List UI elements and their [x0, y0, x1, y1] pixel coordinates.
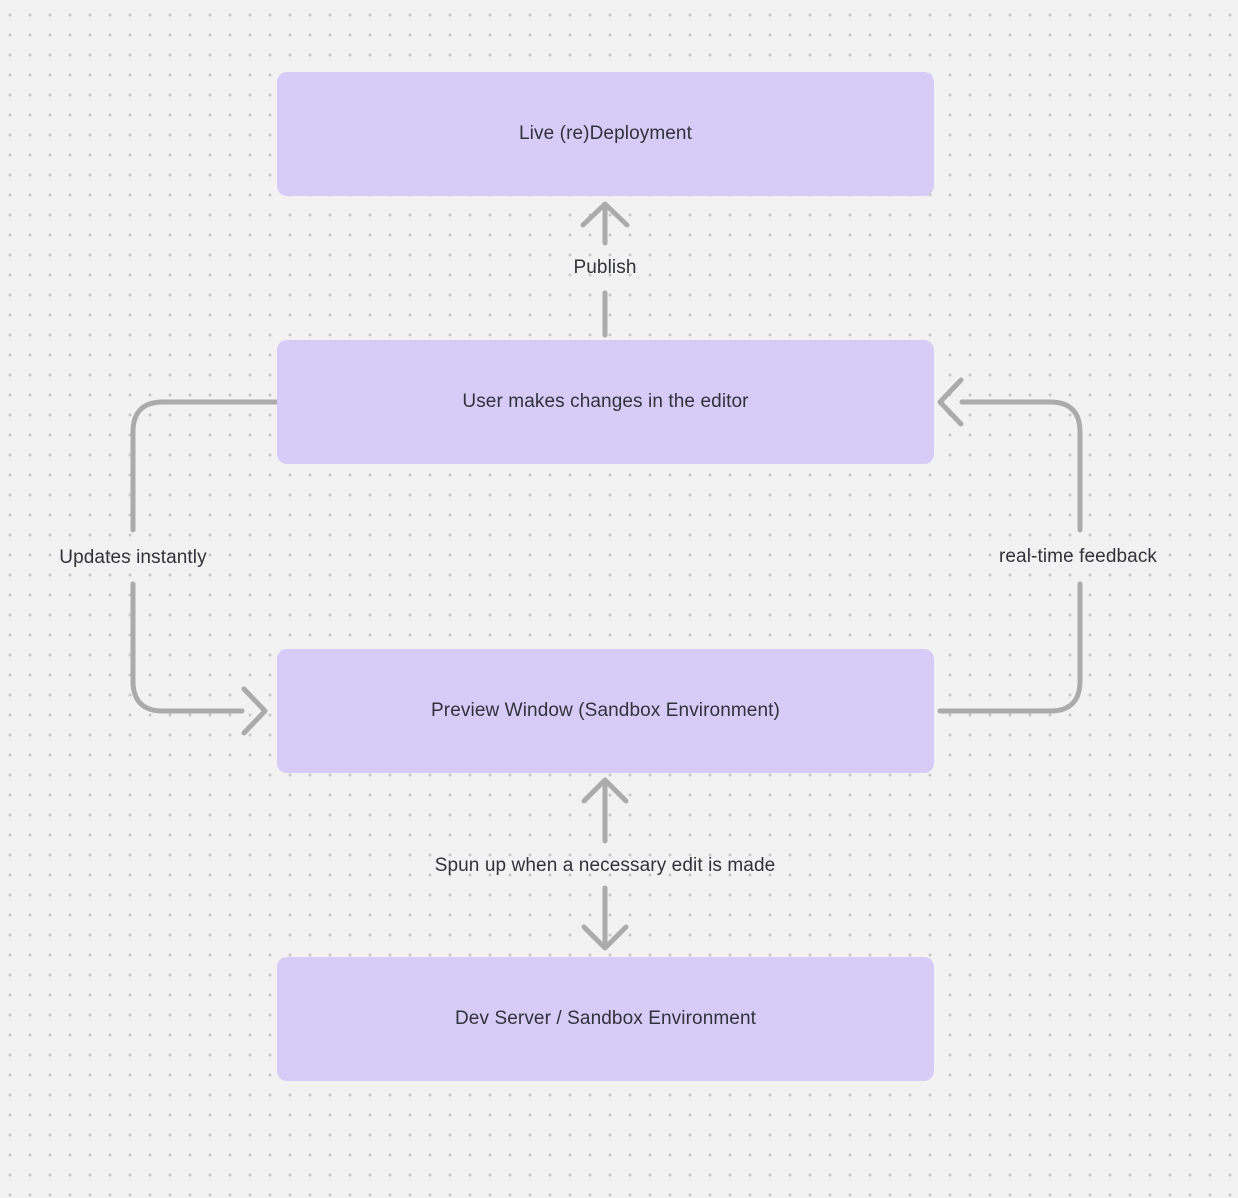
arrowhead-left-icon [937, 377, 964, 427]
edge-label-real-time-feedback: real-time feedback [998, 546, 1158, 567]
node-live-deployment[interactable]: Live (re)Deployment [277, 72, 934, 196]
edge-label-updates-instantly: Updates instantly [59, 547, 207, 568]
node-label: Preview Window (Sandbox Environment) [431, 700, 780, 721]
node-preview-window[interactable]: Preview Window (Sandbox Environment) [277, 649, 934, 773]
updates-curve-top [130, 399, 280, 533]
edge-label-spun-up: Spun up when a necessary edit is made [434, 855, 776, 876]
edge-label-publish: Publish [573, 257, 637, 278]
feedback-curve-bottom [937, 581, 1083, 714]
node-label: Dev Server / Sandbox Environment [454, 1008, 756, 1029]
updates-curve-bottom [130, 581, 245, 714]
node-label: Live (re)Deployment [519, 123, 692, 144]
arrowhead-down-icon [581, 924, 629, 951]
node-label: User makes changes in the editor [462, 391, 749, 412]
feedback-curve-top [959, 399, 1083, 533]
arrowhead-right-icon [241, 686, 268, 736]
node-dev-server[interactable]: Dev Server / Sandbox Environment [277, 957, 934, 1081]
arrowhead-up-icon [580, 201, 630, 228]
node-user-editor[interactable]: User makes changes in the editor [277, 340, 934, 464]
arrowhead-up-icon [581, 777, 629, 804]
